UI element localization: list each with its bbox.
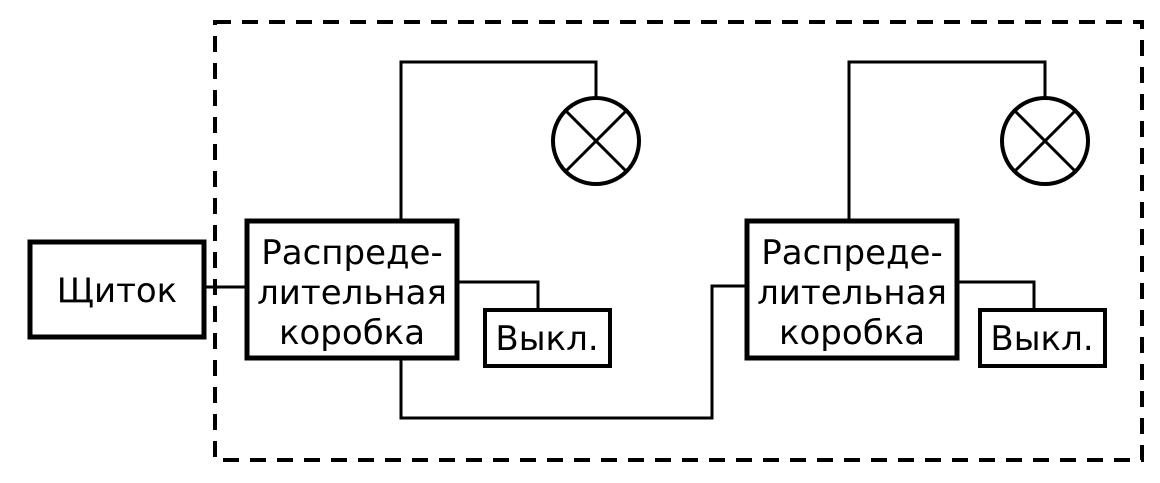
junction-box-1-line-1: Распреде- [261,233,442,273]
switch-2-box [978,308,1107,368]
wire-box-1-to-box-2 [399,284,747,420]
panel-box [27,239,207,340]
junction-box-2-line-1: Распреде- [761,233,942,273]
switch-1-label: Выкл. [495,319,598,359]
switch-2: Выкл. [978,308,1107,368]
junction-box-2: Распреде- лительная коробка [744,218,960,361]
wire-box-2-to-lamp-2 [847,60,1047,221]
switch-1-box [483,308,612,368]
junction-box-2-line-2: лительная [757,273,947,313]
lamp-icon [551,96,641,186]
junction-box-1-frame [244,218,460,361]
panel: Щиток [27,239,207,340]
junction-box-1-line-3: коробка [279,313,425,353]
junction-box-2-line-3: коробка [779,313,925,353]
lamp-icon [1000,96,1090,186]
switch-2-label: Выкл. [990,319,1093,359]
switch-1: Выкл. [483,308,612,368]
room-boundary [213,20,1144,462]
junction-box-2-frame [744,218,960,361]
junction-box-1-line-2: лительная [257,273,447,313]
panel-label: Щиток [57,271,177,311]
wire-box-1-to-lamp-1 [399,60,598,221]
junction-box-1: Распреде- лительная коробка [244,218,460,361]
wiring [204,60,1047,420]
wire-box-2-to-switch-2 [957,280,1036,310]
wire-box-1-to-switch-1 [457,280,540,310]
